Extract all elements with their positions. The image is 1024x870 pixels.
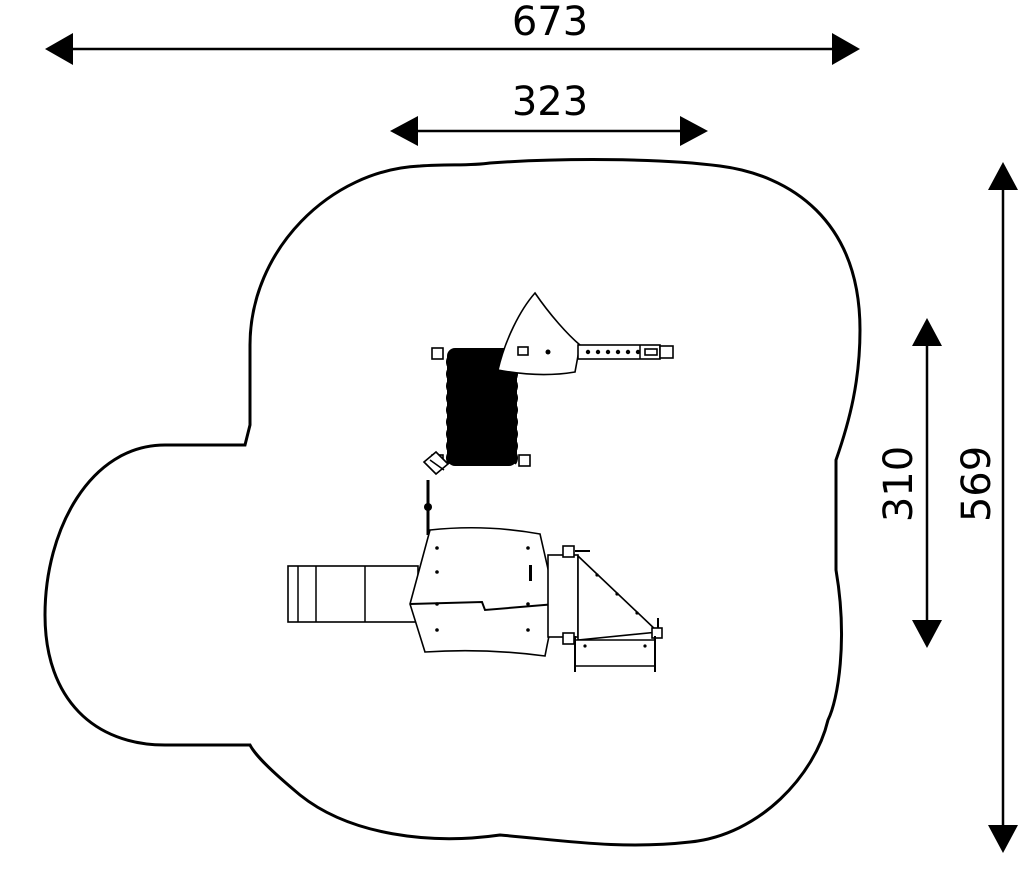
rung-ladder	[577, 344, 674, 360]
dimension-label-overall-width: 673	[512, 0, 588, 45]
dimension-label-inner-height: 310	[876, 446, 922, 522]
arrowhead-bottom	[912, 620, 942, 648]
arrowhead-top	[988, 162, 1018, 190]
arrowhead-left	[390, 116, 418, 146]
arrowhead-bottom	[988, 825, 1018, 853]
dimension-label-inner-width: 323	[512, 79, 588, 125]
straight-slide	[287, 565, 419, 623]
triangle-net-panel	[577, 554, 663, 641]
post-square	[651, 627, 663, 639]
dimension-overall-height: 569	[954, 162, 1018, 853]
dimension-label-overall-height: 569	[954, 446, 1000, 522]
dimension-inner-width: 323	[390, 79, 708, 146]
arrowhead-right	[680, 116, 708, 146]
post-square	[659, 345, 674, 359]
step-bridge	[547, 545, 590, 645]
bottom-panel	[574, 636, 656, 672]
dimension-inner-height: 310	[876, 318, 942, 648]
post-square	[431, 347, 444, 360]
dimension-overall-width: 673	[45, 0, 860, 65]
connecting-pole	[422, 450, 450, 535]
arrowhead-left	[45, 33, 73, 65]
arrowhead-top	[912, 318, 942, 346]
safety-zone-outline	[43, 158, 862, 847]
lookout-roof	[497, 291, 581, 376]
tower-platform	[409, 526, 557, 657]
post-square	[562, 545, 575, 558]
post-square	[562, 632, 575, 645]
post-square	[518, 454, 531, 467]
arrowhead-right	[832, 33, 860, 65]
